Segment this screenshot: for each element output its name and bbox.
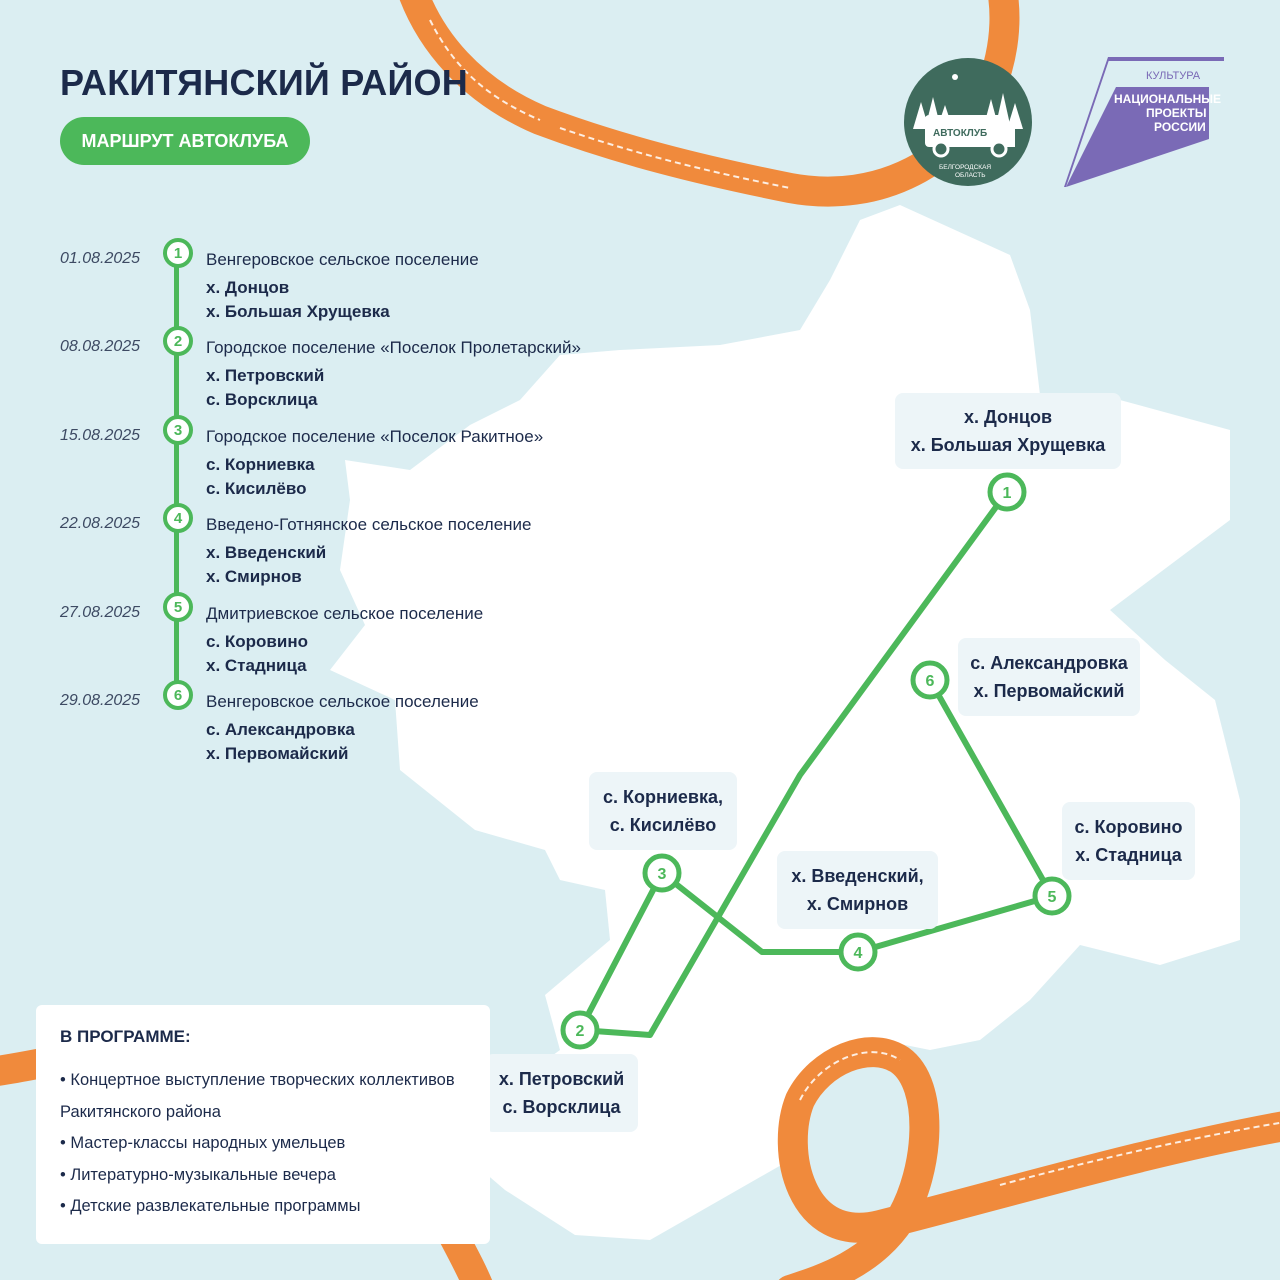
route-path (577, 489, 1055, 1038)
timeline-step-marker: 2 (163, 326, 193, 356)
map-label-3: с. Корниевка, с. Кисилёво (589, 772, 737, 850)
timeline-place: с. Александровка (206, 720, 355, 739)
timeline-place: х. Петровский (206, 366, 325, 385)
timeline-settlement: Дмитриевское сельское поселение (206, 604, 484, 623)
timeline-step-marker: 4 (163, 503, 193, 533)
van-icon: АВТОКЛУБ (925, 115, 1015, 158)
timeline-step-marker: 5 (163, 592, 193, 622)
svg-text:БЕЛГОРОДСКАЯ: БЕЛГОРОДСКАЯ (939, 164, 991, 171)
timeline-place: х. Стадница (206, 656, 307, 675)
map-label-5: с. Коровино х. Стадница (1062, 802, 1195, 880)
timeline-date: 29.08.2025 (60, 692, 141, 709)
page-title: РАКИТЯНСКИЙ РАЙОН (60, 62, 468, 103)
svg-text:НАЦИОНАЛЬНЫЕ: НАЦИОНАЛЬНЫЕ (1114, 92, 1221, 106)
map-label-4-line2: х. Смирнов (806, 894, 909, 914)
map-label-1-line1: х. Донцов (963, 407, 1053, 427)
timeline-settlement: Венгеровское сельское поселение (206, 692, 479, 711)
map-label-2-line1: х. Петровский (498, 1069, 625, 1089)
timeline-step-marker: 6 (163, 680, 193, 710)
timeline-row: 27.08.2025 5 Дмитриевское сельское поселен… (0, 592, 640, 684)
route-badge: МАРШРУТ АВТОКЛУБА (60, 117, 310, 165)
timeline-step-marker: 3 (163, 415, 193, 445)
map-label-5-line1: с. Коровино (1074, 817, 1183, 837)
program-box: В ПРОГРАММЕ: Концертное выступление твор… (36, 1005, 490, 1244)
timeline-date: 22.08.2025 (60, 515, 141, 532)
timeline-date: 08.08.2025 (60, 338, 141, 355)
timeline-row: 15.08.2025 3 Городское поселение «Поселок … (0, 415, 640, 507)
program-item: Детские развлекательные программы (60, 1191, 470, 1223)
timeline-date: 27.08.2025 (60, 604, 141, 621)
map-label-3-line1: с. Корниевка, (602, 787, 724, 807)
map-label-2: х. Петровский с. Ворсклица (485, 1054, 638, 1132)
route-marker-label: 6 (926, 673, 935, 690)
timeline-line (174, 250, 179, 692)
route-marker-label: 2 (576, 1023, 585, 1040)
map-label-1: х. Донцов х. Большая Хрущевка (895, 393, 1121, 469)
map-label-6: с. Александровка х. Первомайский (958, 638, 1140, 716)
timeline-settlement: Венгеровское сельское поселение (206, 250, 479, 269)
map-label-3-line2: с. Кисилёво (609, 815, 717, 835)
timeline-place: х. Смирнов (206, 567, 302, 586)
svg-text:РОССИИ: РОССИИ (1154, 120, 1206, 134)
timeline-row: 01.08.2025 1 Венгеровское сельское поселен… (0, 238, 640, 330)
timeline-row: 29.08.2025 6 Венгеровское сельское поселен… (0, 680, 640, 772)
map-label-4-line1: х. Введенский, (791, 866, 924, 886)
svg-text:АВТОКЛУБ: АВТОКЛУБ (933, 128, 987, 139)
timeline-settlement: Городское поселение «Поселок Ракитное» (206, 427, 544, 446)
ribbon-text-marks (429, 19, 1280, 1186)
route-marker-label: 3 (658, 866, 667, 883)
map-label-1-line2: х. Большая Хрущевка (910, 435, 1106, 455)
program-item: Мастер-классы народных умельцев (60, 1128, 470, 1160)
timeline-settlement: Введено-Готнянское сельское поселение (206, 515, 532, 534)
route-marker-4: 4 (838, 932, 878, 972)
timeline-step-marker: 1 (163, 238, 193, 268)
timeline-place: х. Донцов (206, 278, 290, 297)
map-label-4: х. Введенский, х. Смирнов (777, 851, 938, 929)
timeline-place: х. Первомайский (206, 744, 349, 763)
autoclub-logo: АВТОКЛУБ БЕЛГОРОДСКАЯ ОБЛАСТЬ (904, 58, 1032, 186)
route-marker-label: 1 (1003, 485, 1012, 502)
route-marker-label: 5 (1048, 889, 1057, 906)
svg-text:ПРОЕКТЫ: ПРОЕКТЫ (1146, 106, 1207, 120)
map-label-5-line2: х. Стадница (1075, 845, 1182, 865)
map-label-6-line2: х. Первомайский (973, 681, 1125, 701)
map-label-6-line1: с. Александровка (970, 653, 1128, 673)
svg-text:ОБЛАСТЬ: ОБЛАСТЬ (955, 172, 986, 179)
program-heading: В ПРОГРАММЕ: (60, 1027, 191, 1046)
national-projects-logo: КУЛЬТУРА НАЦИОНАЛЬНЫЕ ПРОЕКТЫ РОССИИ (1064, 57, 1224, 187)
route-marker-1: 1 (987, 472, 1027, 512)
timeline-date: 01.08.2025 (60, 250, 141, 267)
timeline-place: х. Большая Хрущевка (206, 302, 390, 321)
route-marker-label: 4 (854, 945, 863, 962)
timeline-row: 22.08.2025 4 Введено-Готнянское сельское п… (0, 503, 640, 595)
timeline-place: с. Коровино (206, 632, 308, 651)
route-marker-6: 6 (910, 660, 950, 700)
route-marker-3: 3 (642, 853, 682, 893)
timeline-date: 15.08.2025 (60, 427, 141, 444)
timeline-place: с. Ворсклица (206, 390, 318, 409)
program-list: Концертное выступление творческих коллек… (60, 1065, 470, 1223)
program-item: Концертное выступление творческих коллек… (60, 1065, 470, 1128)
map-label-2-line2: с. Ворсклица (502, 1097, 621, 1117)
timeline-place: с. Кисилёво (206, 479, 307, 498)
svg-text:КУЛЬТУРА: КУЛЬТУРА (1146, 70, 1201, 82)
route-marker-2: 2 (560, 1010, 600, 1050)
program-item: Литературно-музыкальные вечера (60, 1160, 470, 1192)
route-marker-5: 5 (1032, 876, 1072, 916)
timeline-place: с. Корниевка (206, 455, 315, 474)
ribbon-bottom (777, 1037, 1280, 1280)
timeline-place: х. Введенский (206, 543, 327, 562)
timeline-settlement: Городское поселение «Поселок Пролетарски… (206, 338, 581, 357)
timeline-row: 08.08.2025 2 Городское поселение «Поселок … (0, 326, 640, 418)
